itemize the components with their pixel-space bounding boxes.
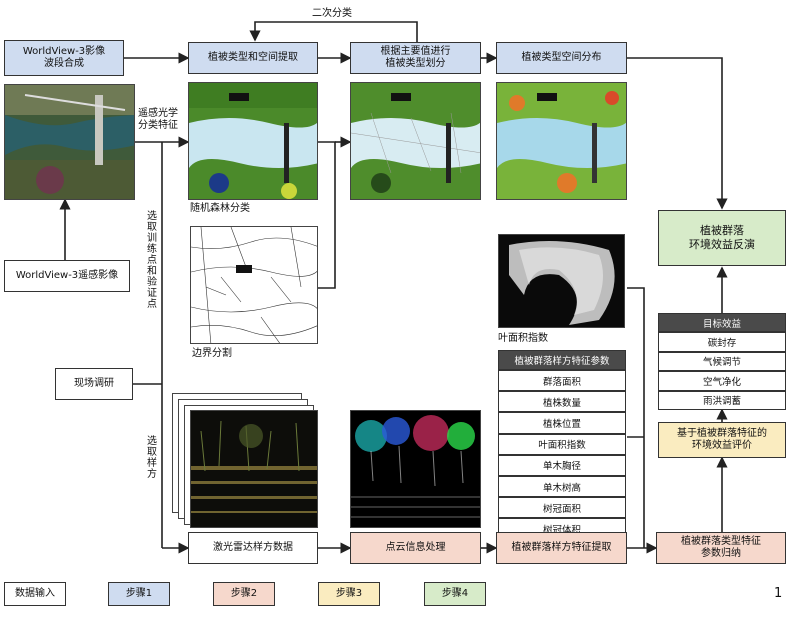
select-plots-label: 选取样方 (144, 435, 156, 479)
wv3-image-box: WorldView-3遥感影像 (4, 260, 130, 292)
legend-step1: 步骤1 (108, 582, 170, 606)
rs-spectral-label: 遥感光学 分类特征 (138, 108, 178, 131)
benefit-item: 气候调节 (658, 351, 786, 371)
benefits-header: 目标效益 (658, 313, 786, 332)
param-item: 植株位置 (498, 412, 626, 434)
field-survey-box: 现场调研 (55, 368, 133, 400)
benefit-item: 雨洪调蓄 (658, 390, 786, 410)
lai-label: 叶面积指数 (498, 333, 548, 344)
boundary-label: 边界分割 (192, 348, 232, 359)
lai-image (498, 234, 625, 328)
param-item: 植株数量 (498, 391, 626, 413)
division-map (350, 82, 481, 200)
random-forest-map (188, 82, 318, 200)
feature-extraction-box: 植被群落样方特征提取 (496, 532, 627, 564)
dominant-division-box: 根据主要值进行 植被类型划分 (350, 42, 481, 74)
param-item: 单木树高 (498, 476, 626, 498)
veg-type-extraction-box: 植被类型和空间提取 (188, 42, 318, 74)
random-forest-label: 随机森林分类 (190, 203, 250, 214)
evaluation-box: 基于植被群落特征的 环境效益评价 (658, 422, 786, 458)
legend-step4: 步骤4 (424, 582, 486, 606)
select-training-label: 选取训练点和验证点 (144, 210, 156, 309)
param-item: 单木胸径 (498, 454, 626, 476)
lidar-image (190, 410, 318, 528)
page-number: 1 (774, 586, 783, 601)
point-cloud-image (350, 410, 481, 528)
community-inversion-box: 植被群落 环境效益反演 (658, 210, 786, 266)
lidar-data-box: 激光雷达样方数据 (188, 532, 318, 564)
veg-distribution-box: 植被类型空间分布 (496, 42, 627, 74)
param-item: 叶面积指数 (498, 433, 626, 455)
benefit-item: 空气净化 (658, 371, 786, 391)
secondary-classification-label: 二次分类 (312, 8, 352, 19)
distribution-map (496, 82, 627, 200)
legend-data-input: 数据输入 (4, 582, 66, 606)
param-item: 树冠面积 (498, 497, 626, 519)
benefit-item: 碳封存 (658, 332, 786, 352)
param-item: 群落面积 (498, 370, 626, 392)
point-cloud-box: 点云信息处理 (350, 532, 481, 564)
params-header: 植被群落样方特征参数 (498, 350, 626, 370)
satellite-image (4, 84, 135, 200)
wv3-fusion-box: WorldView-3影像 波段合成 (4, 40, 124, 76)
feature-induction-box: 植被群落类型特征 参数归纳 (656, 532, 786, 564)
legend-step3: 步骤3 (318, 582, 380, 606)
boundary-segmentation-map (190, 226, 318, 344)
legend-step2: 步骤2 (213, 582, 275, 606)
